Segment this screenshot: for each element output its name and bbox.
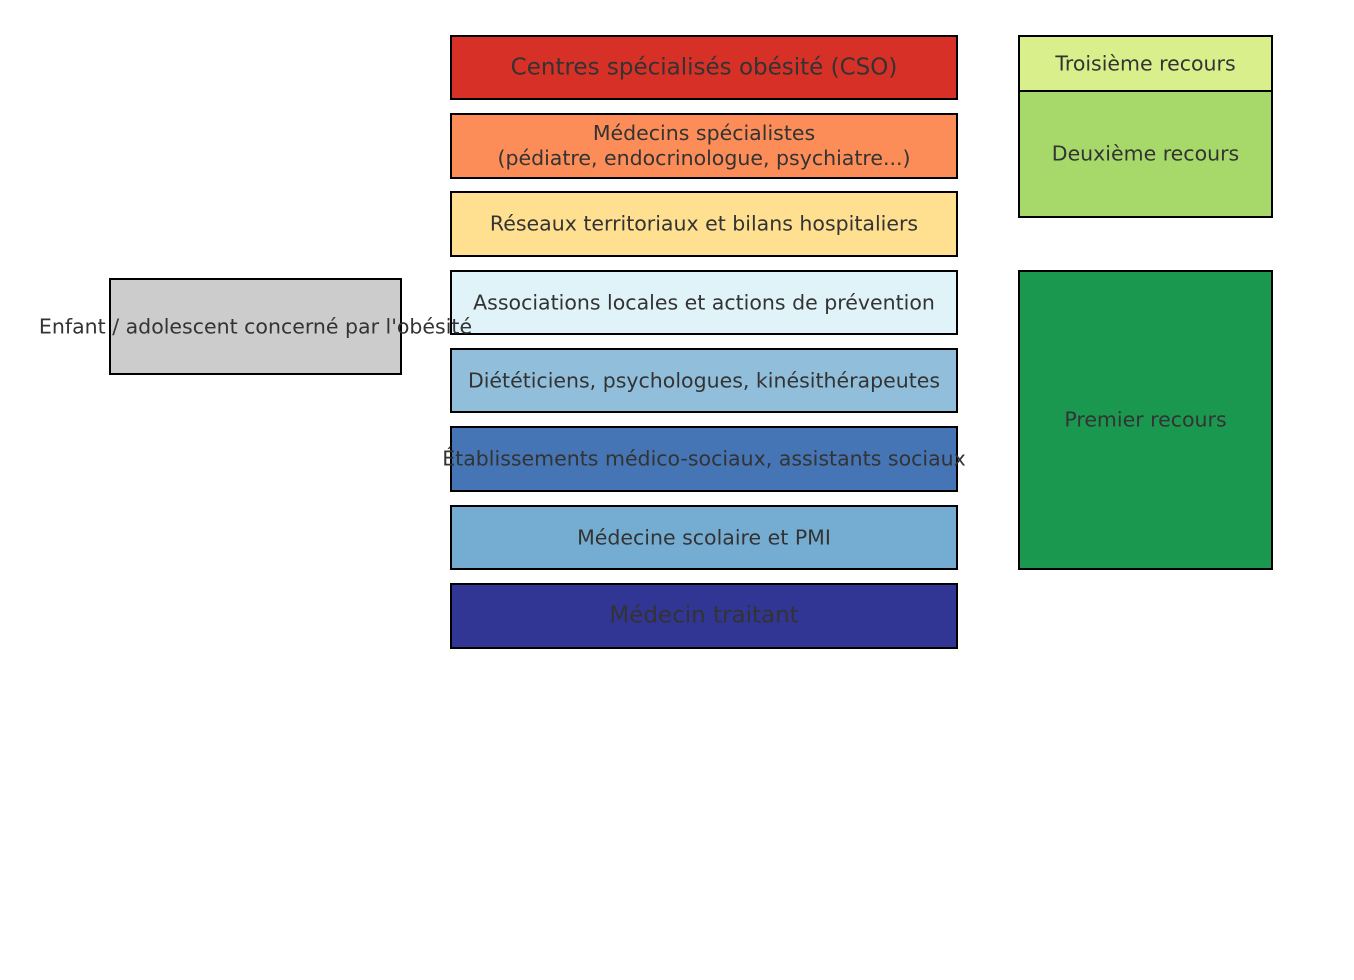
resource-label-cso: Centres spécialisés obésité (CSO) [510, 54, 898, 80]
patient-label: Enfant / adolescent concerné par l'obési… [38, 314, 473, 338]
resource-label-school-medicine: Médecine scolaire et PMI [577, 525, 831, 549]
resource-box-networks [450, 191, 958, 257]
resource-label-medico-social: Établissements médico-sociaux, assistant… [442, 446, 966, 471]
level-label-first: Premier recours [1064, 407, 1227, 432]
level-label-third: Troisième recours [1055, 51, 1236, 76]
resource-box-associations [450, 270, 958, 335]
resource-box-medico-social [450, 426, 958, 492]
resource-label-specialists: Médecins spécialistes (pédiatre, endocri… [497, 121, 911, 170]
patient-box [109, 278, 402, 375]
level-box-second [1018, 90, 1273, 218]
resource-box-paramedical [450, 348, 958, 413]
resource-label-networks: Réseaux territoriaux et bilans hospitali… [489, 211, 919, 236]
resource-box-school-medicine [450, 505, 958, 570]
resource-label-associations: Associations locales et actions de préve… [473, 290, 935, 314]
level-box-first [1018, 270, 1273, 570]
resource-label-paramedical: Diététiciens, psychologues, kinésithérap… [467, 368, 941, 392]
resource-box-cso [450, 35, 958, 100]
resource-label-gp: Médecin traitant [609, 602, 799, 629]
level-label-second: Deuxième recours [1051, 141, 1240, 166]
resource-box-gp [450, 583, 958, 649]
resource-box-specialists [450, 113, 958, 179]
